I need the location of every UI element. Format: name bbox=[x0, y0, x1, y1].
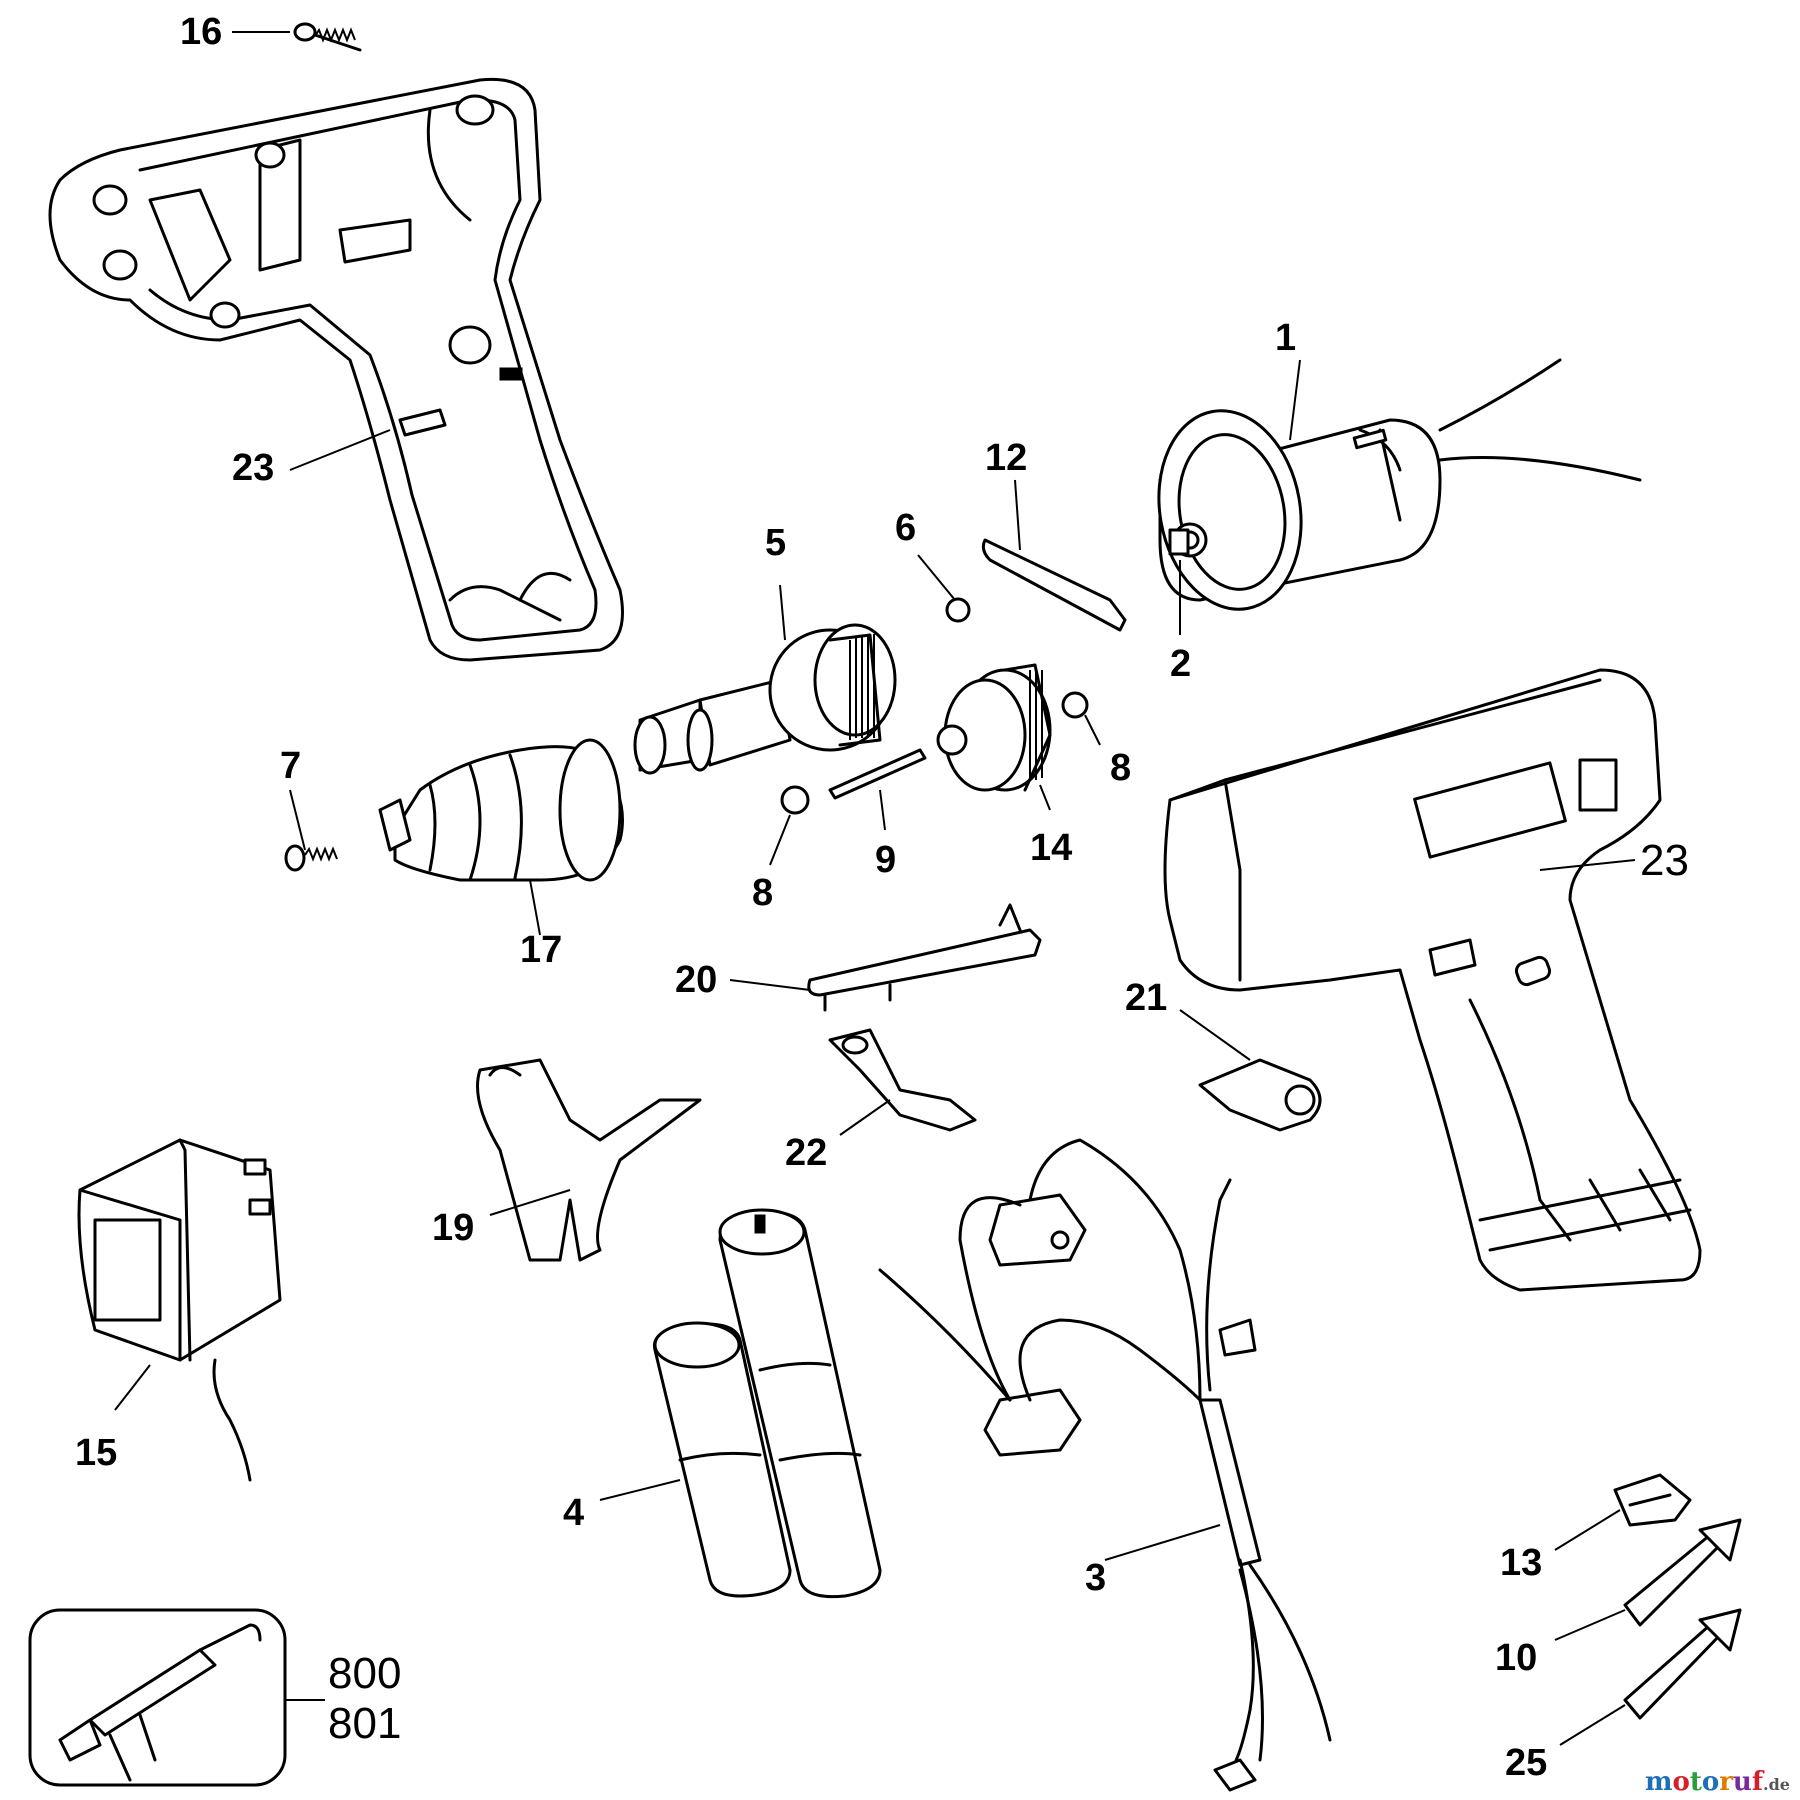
label-12: 12 bbox=[985, 437, 1027, 479]
screw-7 bbox=[284, 844, 338, 872]
label-800: 800 bbox=[328, 1649, 401, 1698]
switch-part-22 bbox=[828, 1028, 977, 1132]
label-9: 9 bbox=[875, 839, 896, 881]
part-labels: 16 23 1 12 5 6 2 7 8 8 9 14 17 23 20 21 … bbox=[75, 11, 1689, 1784]
ball-8-right bbox=[1061, 691, 1089, 719]
label-23-right: 23 bbox=[1640, 836, 1689, 885]
label-8-right: 8 bbox=[1110, 747, 1131, 789]
spindle-gear bbox=[633, 623, 897, 775]
motoruf-watermark-logo: motoruf.de bbox=[1645, 1767, 1790, 1797]
spring-clip-21 bbox=[1198, 1058, 1322, 1132]
label-2: 2 bbox=[1170, 643, 1191, 685]
watermark-letter: u bbox=[1733, 1767, 1752, 1797]
label-14: 14 bbox=[1030, 827, 1072, 869]
housing-left-half bbox=[48, 77, 624, 662]
switch-lever-20 bbox=[807, 903, 1042, 1012]
ball-8-left bbox=[780, 785, 810, 815]
label-19: 19 bbox=[432, 1207, 474, 1249]
label-21: 21 bbox=[1125, 977, 1167, 1019]
label-8-left: 8 bbox=[752, 872, 773, 914]
ball-6 bbox=[945, 597, 971, 623]
label-22: 22 bbox=[785, 1132, 827, 1174]
label-17: 17 bbox=[520, 929, 562, 971]
label-4: 4 bbox=[563, 1492, 584, 1534]
watermark-letter: m bbox=[1645, 1767, 1673, 1797]
label-7: 7 bbox=[280, 745, 301, 787]
leader-lines bbox=[114, 31, 1636, 1746]
trigger-19 bbox=[476, 1058, 702, 1262]
label-6: 6 bbox=[895, 507, 916, 549]
watermark-suffix: .de bbox=[1763, 1775, 1790, 1794]
label-23-left: 23 bbox=[232, 447, 274, 489]
screw-16 bbox=[293, 22, 362, 52]
label-10: 10 bbox=[1495, 1637, 1537, 1679]
screwdriver-bit-25 bbox=[1623, 1608, 1742, 1720]
pin-9 bbox=[828, 748, 927, 800]
motor bbox=[1157, 358, 1642, 611]
inset-accessory-box bbox=[28, 1608, 287, 1787]
watermark-letter: r bbox=[1719, 1767, 1733, 1797]
screwdriver-bit-10 bbox=[1623, 1518, 1742, 1627]
wiring-harness-3 bbox=[878, 1138, 1332, 1792]
chuck-17 bbox=[378, 738, 624, 882]
battery-pack-4 bbox=[652, 1208, 882, 1599]
label-801: 801 bbox=[328, 1699, 401, 1748]
charger-15 bbox=[77, 1138, 282, 1482]
gear-14 bbox=[936, 663, 1052, 792]
pinion-2 bbox=[1168, 528, 1190, 556]
label-20: 20 bbox=[675, 959, 717, 1001]
watermark-letter: o bbox=[1702, 1767, 1719, 1797]
label-15: 15 bbox=[75, 1432, 117, 1474]
watermark-letter: o bbox=[1673, 1767, 1690, 1797]
label-16: 16 bbox=[180, 11, 222, 53]
label-25: 25 bbox=[1505, 1742, 1547, 1784]
watermark-letter: f bbox=[1752, 1767, 1765, 1797]
key-12 bbox=[981, 538, 1127, 632]
watermark-letter: t bbox=[1690, 1767, 1702, 1797]
label-3: 3 bbox=[1085, 1557, 1106, 1599]
bit-clip-13 bbox=[1613, 1473, 1692, 1527]
label-13: 13 bbox=[1500, 1542, 1542, 1584]
svg-text:motoruf.de: motoruf.de bbox=[1645, 1767, 1790, 1797]
housing-right-half bbox=[1163, 668, 1702, 1292]
label-5: 5 bbox=[765, 522, 786, 564]
label-1: 1 bbox=[1275, 317, 1296, 359]
